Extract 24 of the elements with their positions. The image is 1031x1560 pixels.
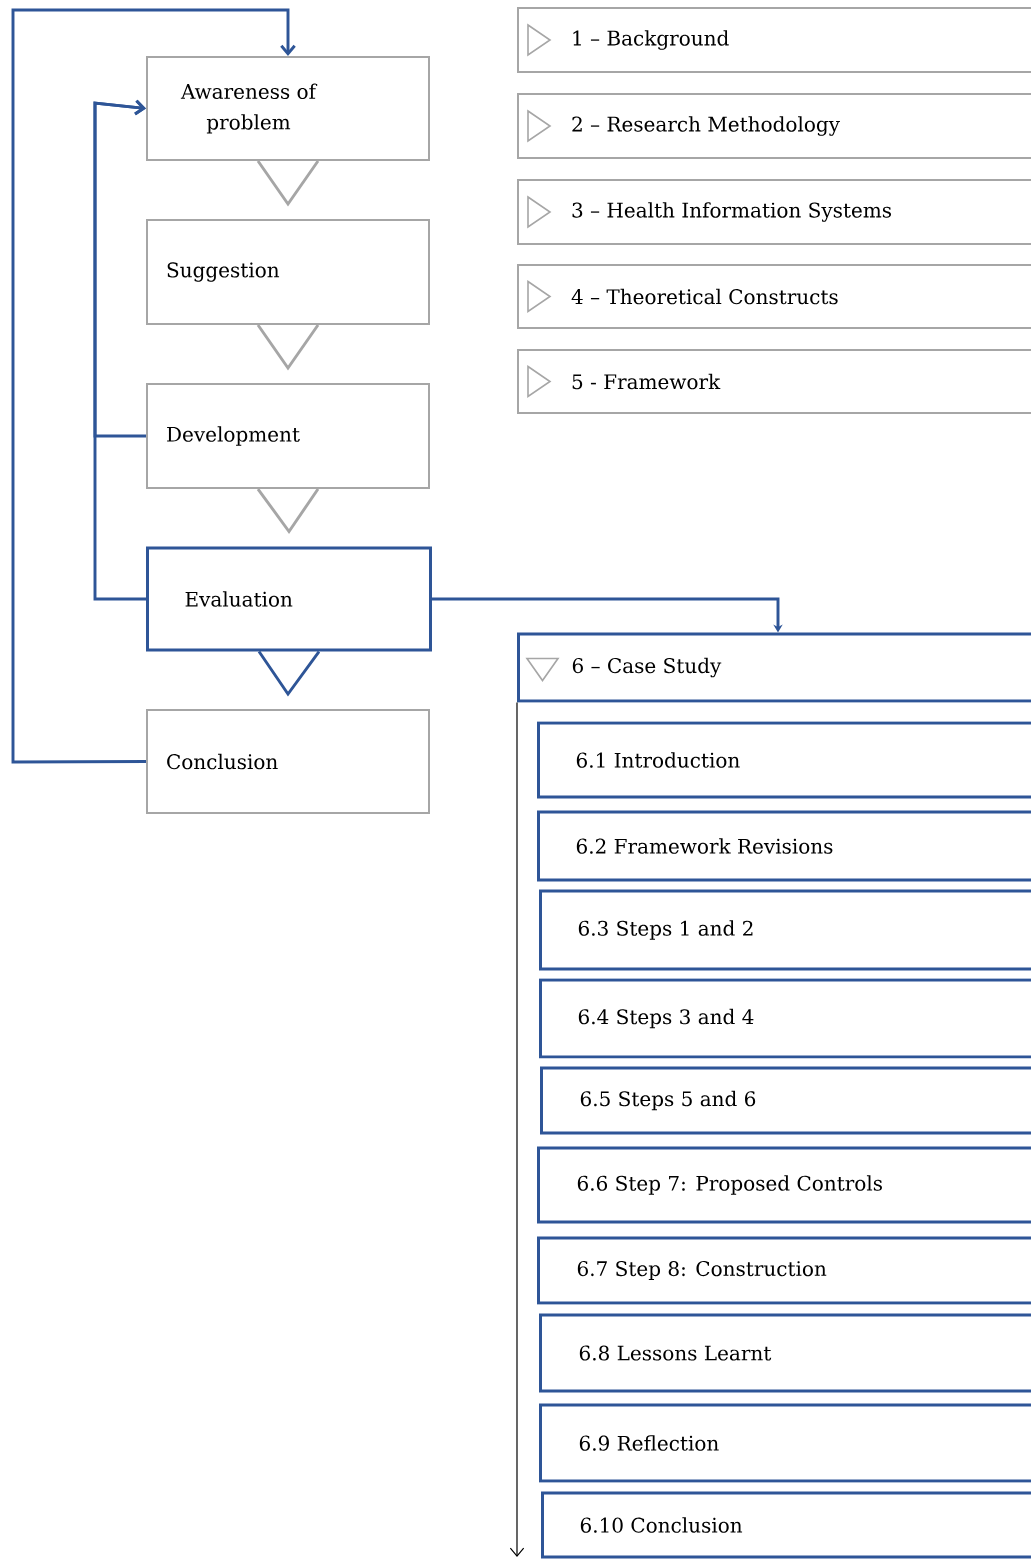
stage-box: Suggestion [146, 219, 430, 325]
section-box: 6.2 Framework Revisions [537, 810, 1031, 882]
arrow [509, 701, 525, 1557]
stage-box: Conclusion [146, 709, 430, 814]
chapter-box: 6 – Case Study [517, 632, 1031, 703]
section-box: 6.3 Steps 1 and 2 [539, 889, 1031, 971]
section-box: 6.4 Steps 3 and 4 [539, 978, 1031, 1059]
section-box: 6.10 Conclusion [541, 1491, 1031, 1559]
section-box: 6.9 Reflection [539, 1403, 1031, 1483]
section-box: 6.1 Introduction [537, 721, 1031, 799]
chapter-box: 1 – Background [517, 7, 1031, 73]
section-box: 6.7 Step 8: Construction [537, 1236, 1031, 1305]
stage-box: Awareness of problem [146, 56, 430, 161]
section-box: 6.6 Step 7: Proposed Controls [537, 1146, 1031, 1224]
chapter-box: 5 - Framework [517, 349, 1031, 414]
chapter-box: 2 – Research Methodology [517, 93, 1031, 159]
chapter-box: 4 – Theoretical Constructs [517, 264, 1031, 329]
section-box: 6.8 Lessons Learnt [539, 1313, 1031, 1393]
stage-box: Evaluation [146, 546, 432, 652]
chapter-box: 3 – Health Information Systems [517, 179, 1031, 245]
stage-box: Development [146, 383, 430, 489]
arrow [93, 99, 146, 601]
arrow [11, 8, 296, 764]
section-box: 6.5 Steps 5 and 6 [540, 1066, 1031, 1135]
